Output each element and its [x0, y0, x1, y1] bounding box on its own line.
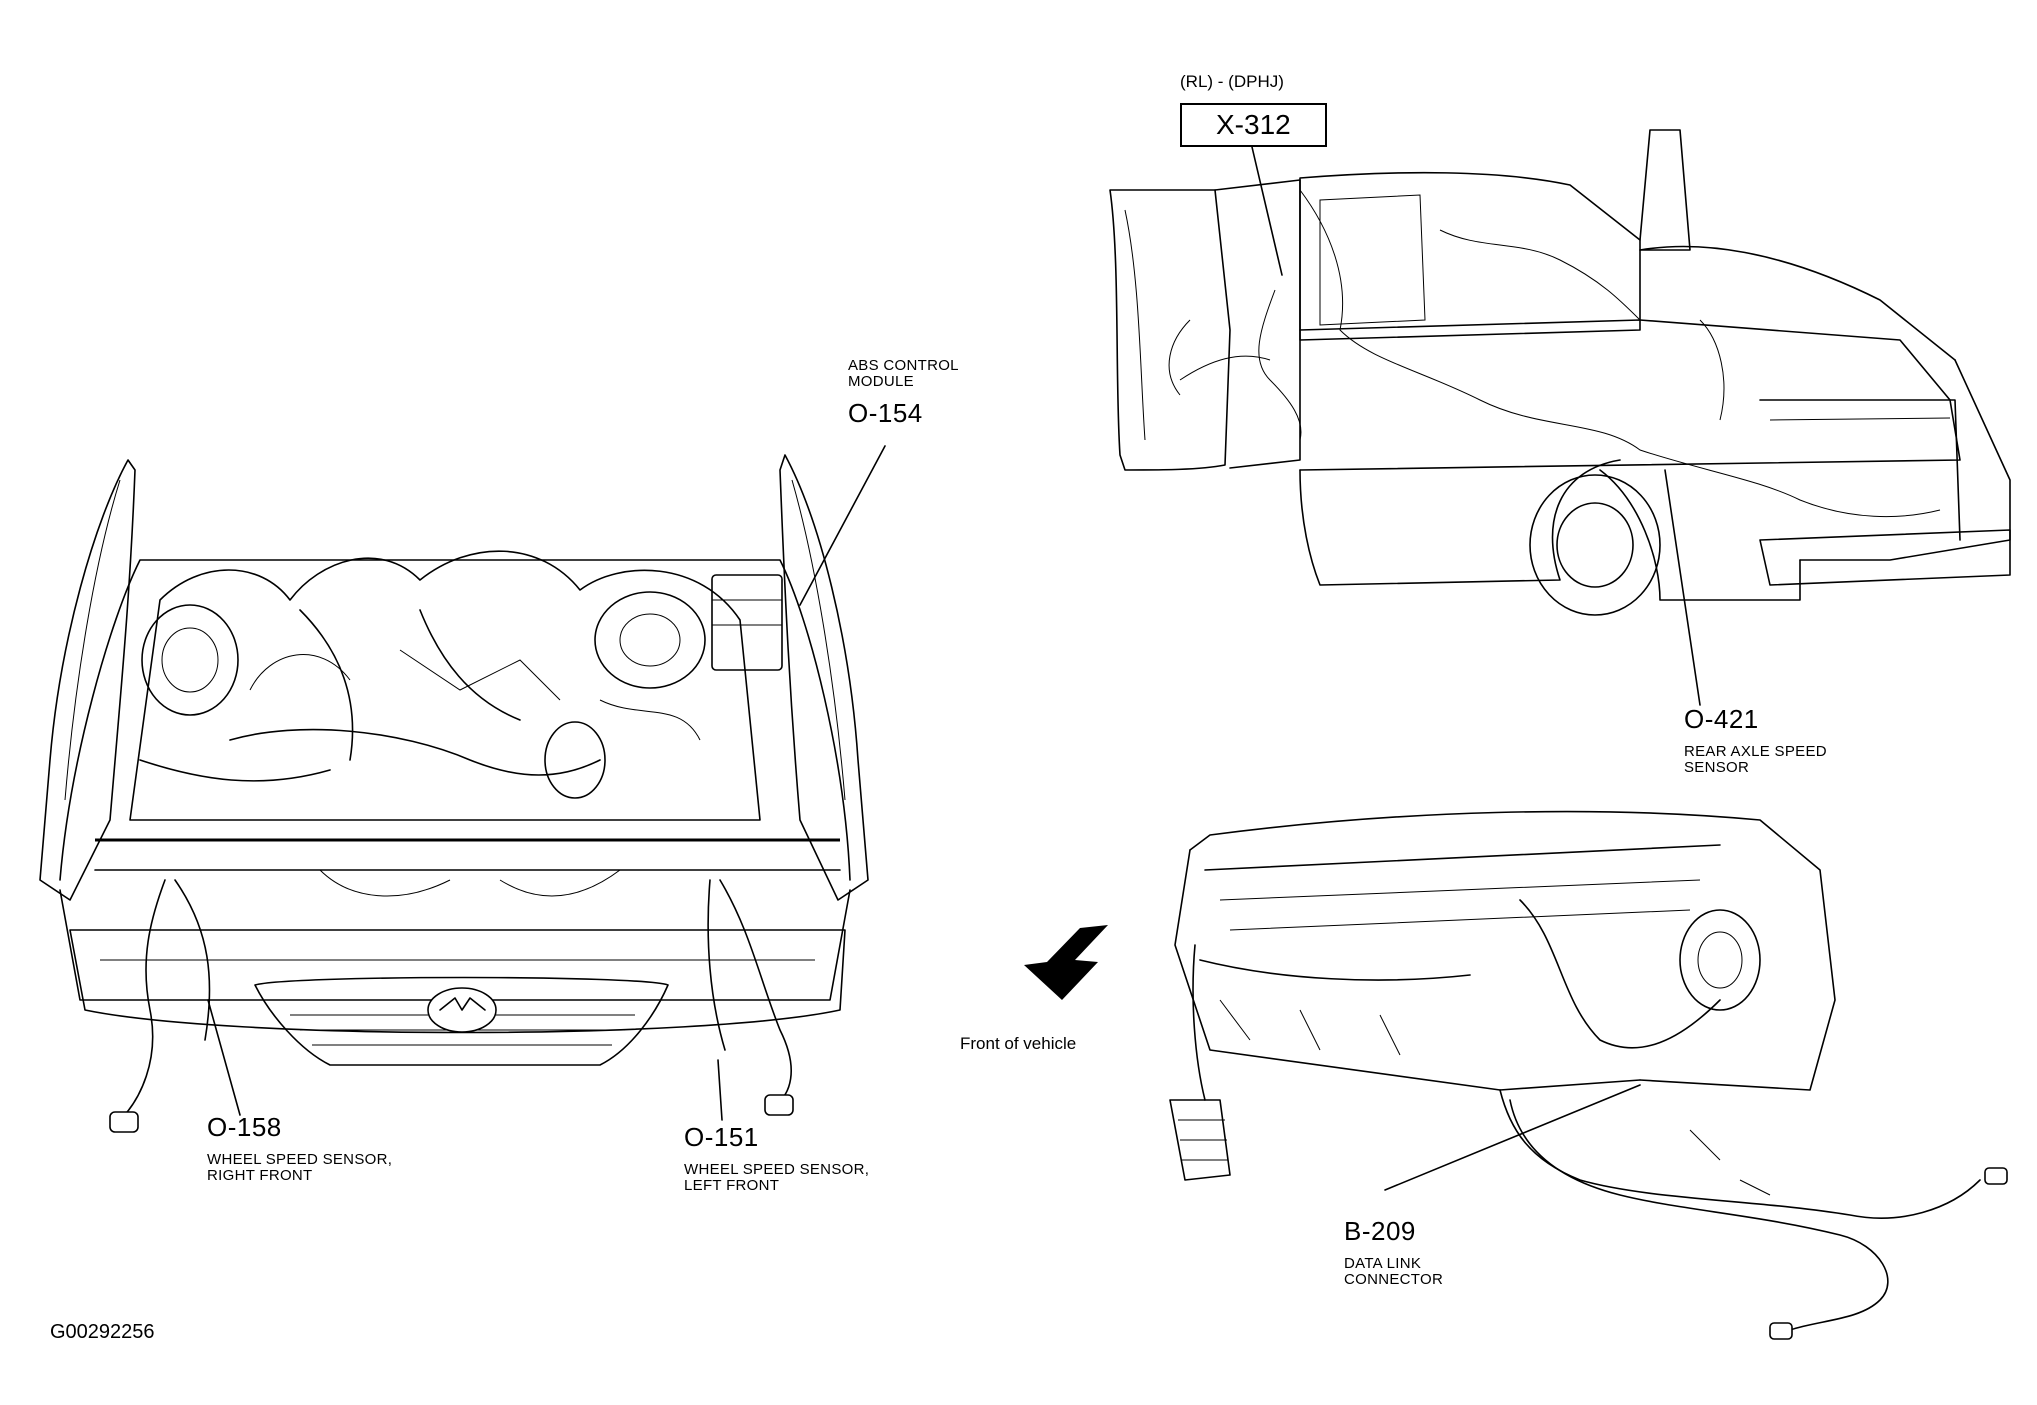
- leader-lines: [207, 146, 1701, 1191]
- pickup-truck-illustration: [1109, 129, 2011, 616]
- rear-axle-code: O-421: [1684, 704, 1759, 734]
- x312-variant: (RL) - (DPHJ): [1180, 72, 1284, 91]
- front-of-vehicle-label: Front of vehicle: [960, 1034, 1077, 1053]
- engine-bay-illustration: [39, 454, 869, 1133]
- wss-left-code: O-151: [684, 1122, 759, 1152]
- rear-axle-desc: REAR AXLE SPEED SENSOR: [1684, 743, 1827, 776]
- abs-module-code: O-154: [848, 398, 923, 428]
- x312-connector-box: X-312: [1180, 103, 1327, 147]
- wss-left-desc: WHEEL SPEED SENSOR, LEFT FRONT: [684, 1161, 870, 1194]
- instrument-panel-illustration: [1169, 810, 2008, 1340]
- abs-module-desc: ABS CONTROL MODULE: [848, 357, 959, 390]
- dlc-desc: DATA LINK CONNECTOR: [1344, 1255, 1444, 1288]
- dlc-code: B-209: [1344, 1216, 1416, 1246]
- front-direction-arrow: [1024, 925, 1108, 1000]
- figure-id: G00292256: [50, 1321, 155, 1343]
- wss-right-code: O-158: [207, 1112, 282, 1142]
- wss-right-desc: WHEEL SPEED SENSOR, RIGHT FRONT: [207, 1151, 393, 1184]
